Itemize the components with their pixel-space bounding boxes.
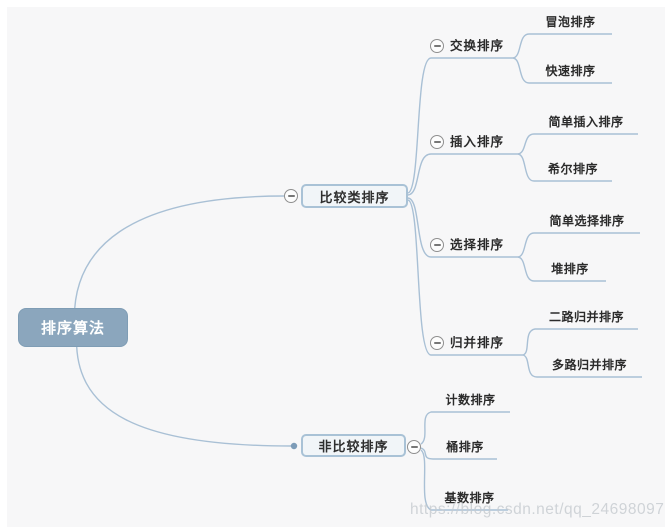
link-quick-sort — [512, 57, 612, 84]
node-shell-sort[interactable]: 希尔排序 — [547, 162, 598, 176]
minus-icon — [433, 342, 441, 344]
node-heap-sort[interactable]: 堆排序 — [551, 262, 589, 276]
minus-icon — [433, 141, 441, 143]
link-counting-sort — [420, 411, 510, 445]
node-selection-sort[interactable]: 选择排序 — [450, 238, 505, 252]
node-bubble-sort[interactable]: 冒泡排序 — [545, 15, 596, 29]
link-radix-sort — [420, 449, 508, 511]
watermark-url: https://blog.csdn.net/qq_24698097 — [410, 501, 665, 518]
link-shell-sort — [517, 153, 612, 182]
node-insertion-sort[interactable]: 插入排序 — [450, 135, 505, 149]
canvas-margin-top — [0, 0, 665, 7]
node-quick-sort[interactable]: 快速排序 — [545, 64, 596, 78]
link-root-to-comparison — [73, 195, 285, 333]
collapse-button-exchange-sort[interactable] — [430, 39, 444, 53]
node-multi-way-merge-sort[interactable]: 多路归并排序 — [551, 358, 627, 372]
link-simple-insertion-sort — [517, 133, 638, 155]
node-merge-sort[interactable]: 归并排序 — [450, 336, 505, 350]
link-bucket-sort — [420, 447, 497, 460]
minus-icon — [410, 446, 418, 448]
collapse-button-merge-sort[interactable] — [430, 336, 444, 350]
link-root-to-noncomparison — [75, 329, 292, 447]
collapse-button-selection-sort[interactable] — [430, 238, 444, 252]
root-node[interactable]: 排序算法 — [18, 308, 128, 347]
node-exchange-sort[interactable]: 交换排序 — [450, 39, 505, 53]
minus-icon — [433, 244, 441, 246]
link-two-way-merge-sort — [522, 328, 638, 356]
link-exchange-sort — [407, 57, 513, 194]
link-insertion-sort — [407, 153, 518, 196]
node-bucket-sort[interactable]: 桶排序 — [446, 440, 484, 454]
collapse-button-non-comparison-sort[interactable] — [407, 440, 421, 454]
collapse-button-comparison-sort[interactable] — [284, 189, 298, 203]
collapse-button-insertion-sort[interactable] — [430, 135, 444, 149]
link-bubble-sort — [512, 33, 612, 59]
node-comparison-sort[interactable]: 比较类排序 — [301, 184, 408, 208]
link-multi-way-merge-sort — [522, 354, 642, 378]
node-radix-sort[interactable]: 基数排序 — [444, 491, 495, 505]
node-counting-sort[interactable]: 计数排序 — [445, 393, 496, 407]
link-simple-selection-sort — [517, 232, 640, 258]
branch-connection-dot — [290, 442, 298, 450]
canvas-margin-left — [0, 0, 7, 527]
minus-icon — [433, 45, 441, 47]
node-two-way-merge-sort[interactable]: 二路归并排序 — [548, 310, 624, 324]
node-non-comparison-sort[interactable]: 非比较排序 — [301, 434, 406, 457]
node-simple-insertion-sort[interactable]: 简单插入排序 — [548, 115, 624, 129]
node-simple-selection-sort[interactable]: 简单选择排序 — [549, 214, 625, 228]
link-heap-sort — [517, 256, 606, 282]
minus-icon — [287, 195, 295, 197]
link-merge-sort — [407, 199, 523, 356]
link-selection-sort — [407, 197, 518, 258]
